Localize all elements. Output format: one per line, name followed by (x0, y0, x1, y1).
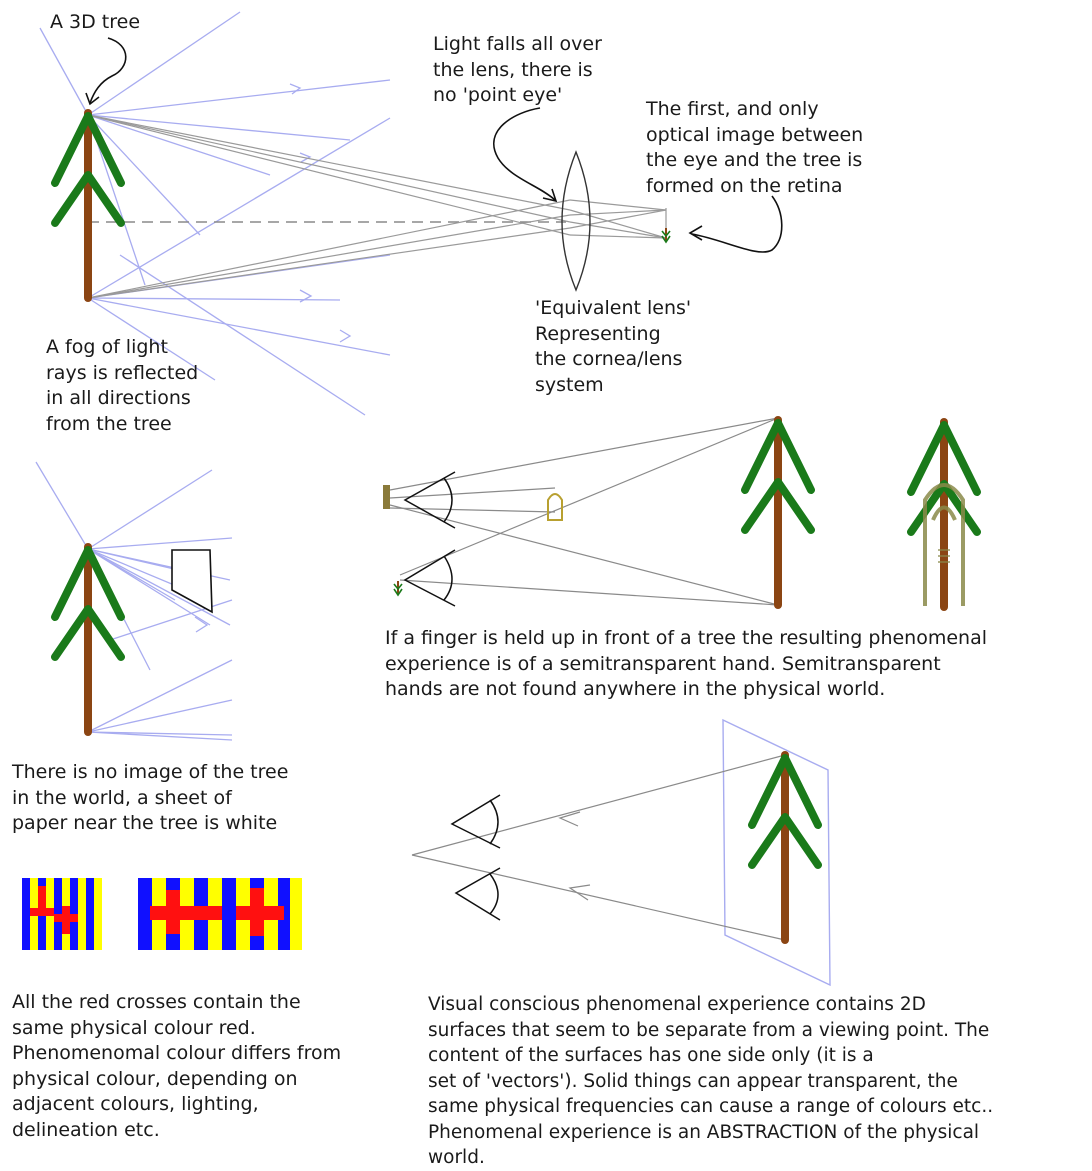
viewing-vectors (411, 754, 786, 941)
tree-icon (55, 547, 121, 732)
pointer-arrow-icon (85, 37, 783, 253)
label-fog-of-light: A fog of light rays is reflected in all … (46, 336, 199, 435)
finger-scene-lines (389, 417, 779, 606)
colour-pattern-1 (22, 878, 102, 950)
eye-icon (403, 549, 456, 607)
retina-image-icon (393, 580, 403, 596)
label-red-crosses: All the red crosses contain the same phy… (12, 991, 342, 1141)
label-equivalent-lens: 'Equivalent lens' Representing the corne… (535, 297, 692, 396)
lens-icon (561, 150, 591, 292)
paper-sheet-icon (171, 549, 213, 614)
tree-icon (745, 420, 811, 605)
label-first-image: The first, and only optical image betwee… (646, 98, 864, 197)
hand-icon (923, 483, 965, 606)
finger-icon (547, 493, 563, 521)
eye-icon (403, 471, 456, 529)
colour-pattern-2 (138, 878, 302, 950)
tree-icon (911, 422, 977, 607)
eye-icon (454, 867, 501, 921)
focused-rays (87, 114, 667, 299)
label-tree-3d: A 3D tree (50, 11, 141, 33)
label-finger-hand: If a finger is held up in front of a tre… (385, 627, 988, 700)
retina-image-icon (383, 485, 390, 509)
label-light-falls: Light falls all over the lens, there is … (433, 33, 602, 106)
tree-icon (752, 755, 818, 940)
eye-icon (450, 794, 501, 849)
tree-base-dot (775, 602, 781, 608)
ray-arrowheads (289, 83, 352, 343)
retina-image-icon (661, 227, 671, 243)
label-no-image: There is no image of the tree in the wor… (12, 761, 289, 834)
tree-base-dot (782, 937, 788, 943)
tree-icon (55, 113, 121, 298)
label-visual-conscious: Visual conscious phenomenal experience c… (428, 994, 994, 1168)
phenomenal-plane (722, 718, 831, 987)
